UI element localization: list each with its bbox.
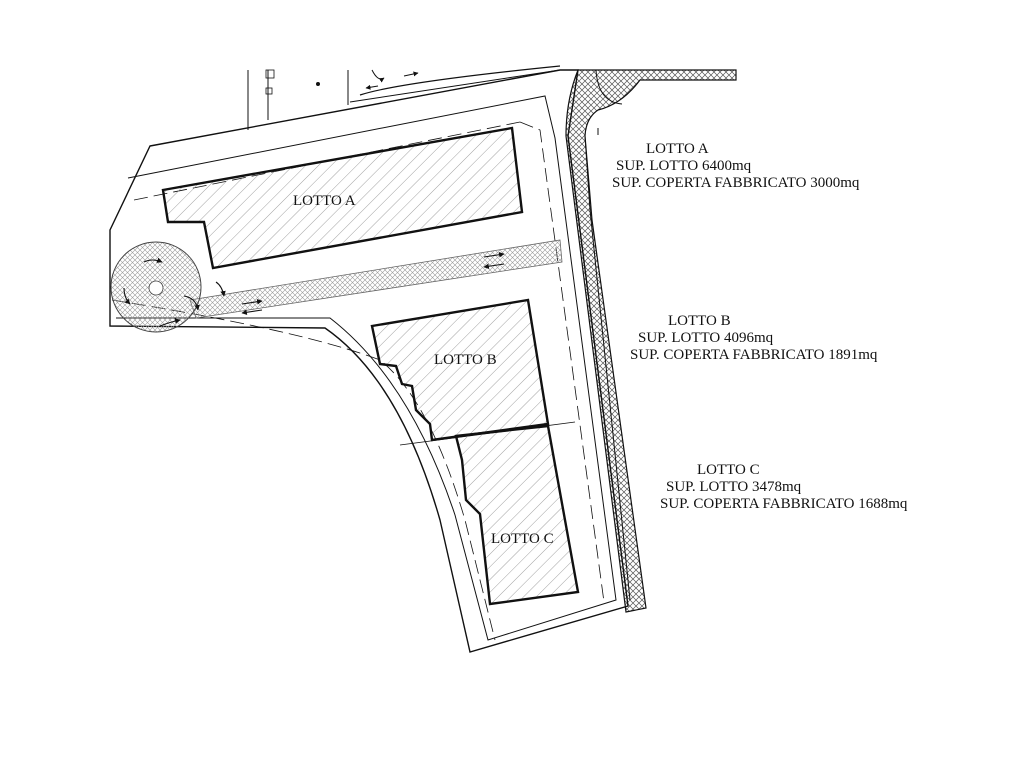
- legend-lotto-c-area: SUP. LOTTO 3478mq: [666, 479, 802, 495]
- legend-lotto-c-covered: SUP. COPERTA FABBRICATO 1688mq: [660, 496, 908, 512]
- lotto-b-label: LOTTO B: [434, 352, 497, 368]
- lotto-c-label: LOTTO C: [491, 531, 554, 547]
- legend-lotto-b-area: SUP. LOTTO 4096mq: [638, 330, 774, 346]
- lotto-a-label: LOTTO A: [293, 193, 356, 209]
- lotto-b-building[interactable]: LOTTO B: [370, 298, 550, 442]
- legend-lotto-a: LOTTO A SUP. LOTTO 6400mq SUP. COPERTA F…: [612, 141, 859, 192]
- legend-lotto-b: LOTTO B SUP. LOTTO 4096mq SUP. COPERTA F…: [630, 313, 877, 364]
- top-context: [247, 65, 561, 130]
- legend-lotto-a-covered: SUP. COPERTA FABBRICATO 3000mq: [612, 175, 860, 191]
- lotto-a-building[interactable]: LOTTO A: [161, 126, 524, 270]
- lotto-c-building[interactable]: LOTTO C: [454, 424, 580, 606]
- legend-lotto-c-title: LOTTO C: [697, 462, 760, 478]
- legend-lotto-b-title: LOTTO B: [668, 313, 731, 329]
- road-band: [565, 69, 737, 613]
- legend-lotto-a-area: SUP. LOTTO 6400mq: [616, 158, 752, 174]
- legend-lotto-a-title: LOTTO A: [646, 141, 709, 157]
- legend-lotto-b-covered: SUP. COPERTA FABBRICATO 1891mq: [630, 347, 878, 363]
- traffic-arrows: [123, 252, 505, 327]
- legend-lotto-c: LOTTO C SUP. LOTTO 3478mq SUP. COPERTA F…: [660, 462, 907, 513]
- access-road: [110, 239, 563, 333]
